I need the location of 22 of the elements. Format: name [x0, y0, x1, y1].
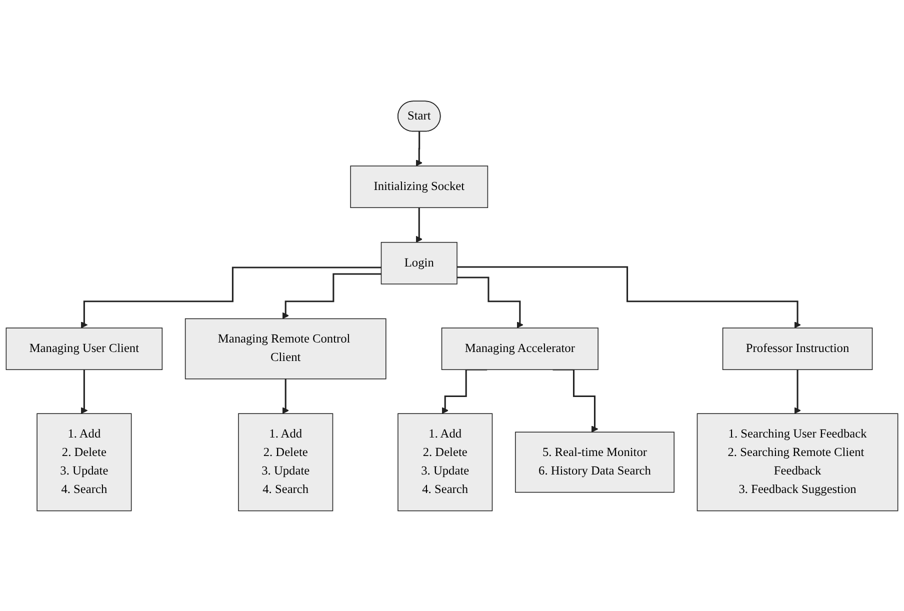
node-box: Professor Instruction: [722, 327, 873, 370]
node-box: 5. Real-time Monitor 6. History Data Search: [515, 431, 674, 492]
arrow: [80, 266, 382, 328]
arrow: [416, 206, 423, 242]
arrow: [457, 276, 524, 328]
node-box: Managing User Client: [6, 327, 163, 370]
arrow: [442, 368, 488, 414]
node-box: 1. Add 2. Delete 3. Update 4. Search: [398, 412, 493, 511]
arrow: [282, 272, 382, 319]
arrow: [552, 368, 598, 432]
arrow: [457, 266, 801, 328]
node-box: 1. Add 2. Delete 3. Update 4. Search: [238, 412, 334, 511]
node-box: 1. Add 2. Delete 3. Update 4. Search: [36, 412, 132, 511]
arrow: [80, 368, 88, 414]
node-box: 1. Searching User Feedback 2. Searching Remote Client Feedback 3. Feedback Suggestion: [696, 412, 898, 511]
node-box: Initializing Socket: [350, 165, 488, 208]
node-box: Managing Remote Control Client: [184, 318, 386, 379]
arrow: [416, 130, 423, 166]
node-box: Managing Accelerator: [441, 327, 598, 370]
node-box: Login: [380, 241, 458, 284]
arrow: [794, 368, 801, 414]
arrow: [282, 378, 289, 414]
